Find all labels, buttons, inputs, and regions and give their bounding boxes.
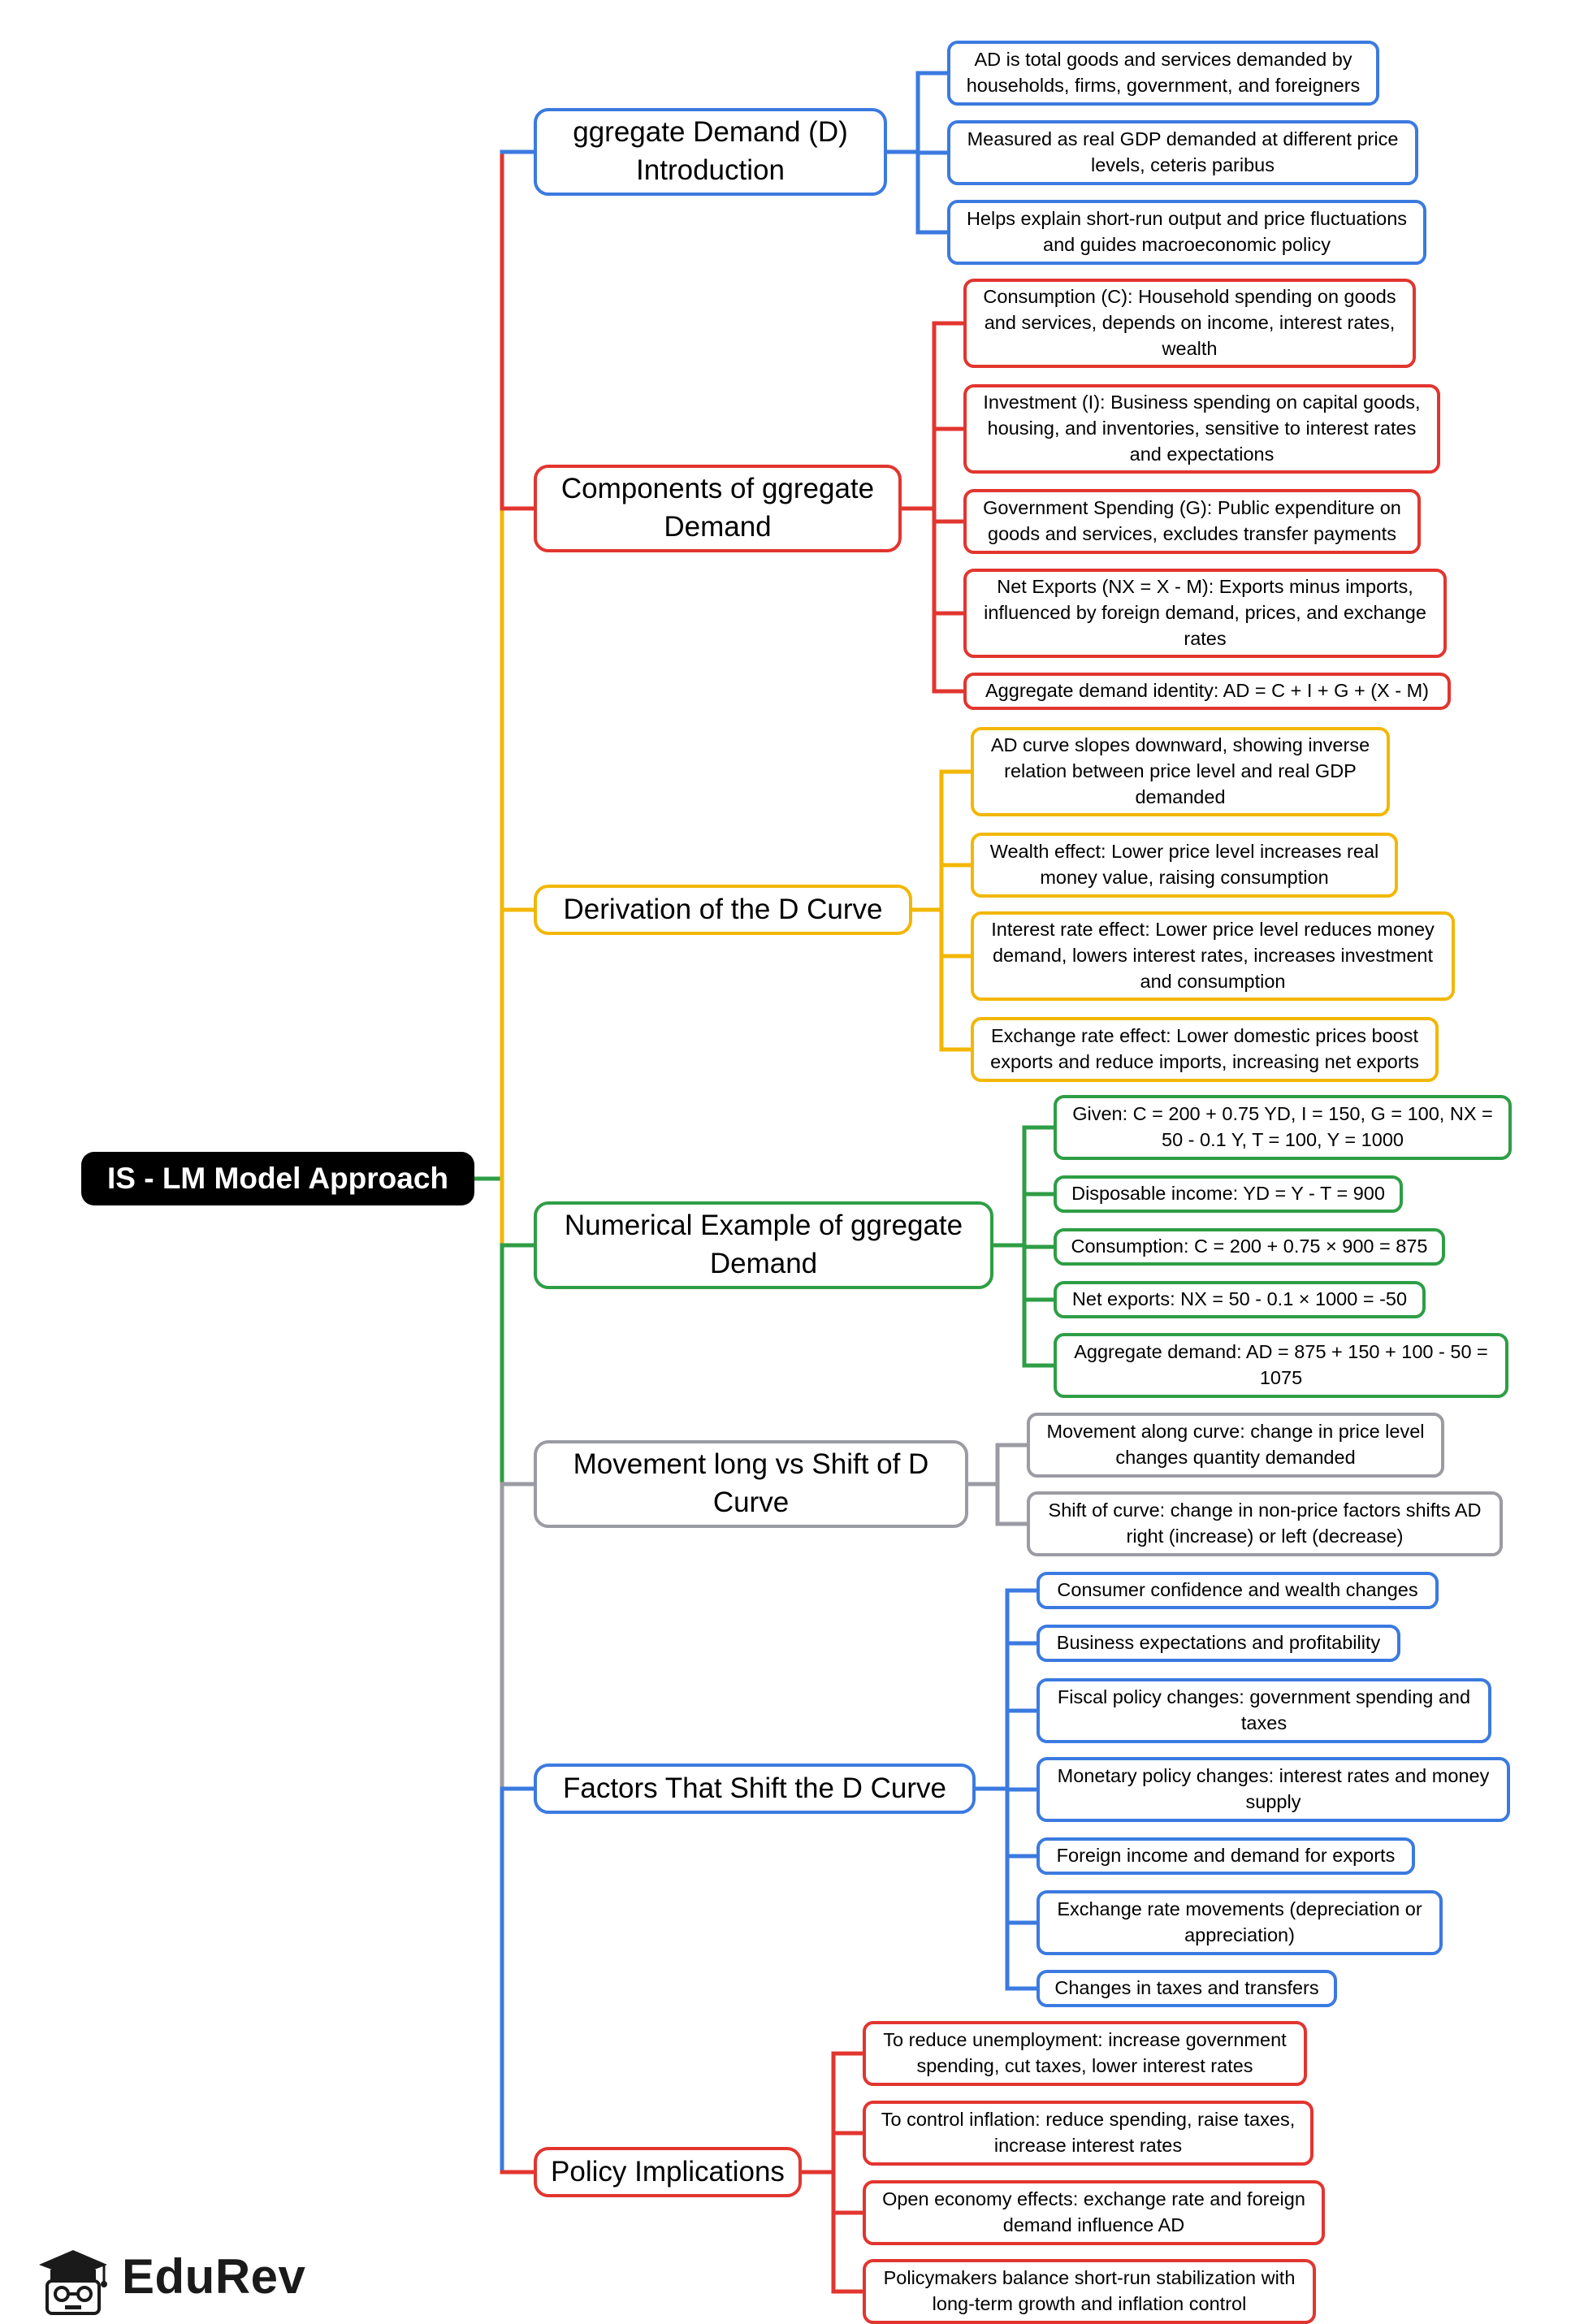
leaf-node: Fiscal policy changes: government spendi… <box>1037 1678 1491 1743</box>
topic-node-4: Numerical Example of ggregate Demand <box>534 1201 993 1289</box>
root-node: IS - LM Model Approach <box>81 1152 474 1205</box>
leaf-node: Net exports: NX = 50 - 0.1 × 1000 = -50 <box>1054 1281 1426 1318</box>
leaf-node: Consumption (C): Household spending on g… <box>963 279 1416 368</box>
leaf-node: Aggregate demand: AD = 875 + 150 + 100 -… <box>1054 1333 1508 1398</box>
leaf-node: Foreign income and demand for exports <box>1037 1837 1415 1875</box>
topic-node-7: Policy Implications <box>534 2147 802 2197</box>
leaf-node: Policymakers balance short-run stabiliza… <box>863 2259 1316 2324</box>
topic-node-6: Factors That Shift the D Curve <box>534 1764 976 1814</box>
graduation-cap-mascot-icon <box>39 2250 107 2315</box>
edurev-logo: EduRev <box>32 2242 325 2319</box>
leaf-node: AD is total goods and services demanded … <box>947 41 1379 106</box>
leaf-node: Investment (I): Business spending on cap… <box>963 384 1440 474</box>
leaf-node: Disposable income: YD = Y - T = 900 <box>1054 1175 1403 1213</box>
leaf-node: Movement along curve: change in price le… <box>1027 1413 1444 1478</box>
leaf-node: Wealth effect: Lower price level increas… <box>971 833 1398 898</box>
leaf-node: Net Exports (NX = X - M): Exports minus … <box>963 569 1447 658</box>
leaf-node: Given: C = 200 + 0.75 YD, I = 150, G = 1… <box>1054 1095 1512 1160</box>
topic-node-3: Derivation of the D Curve <box>534 885 912 935</box>
leaf-node: AD curve slopes downward, showing invers… <box>971 727 1390 816</box>
leaf-node: Monetary policy changes: interest rates … <box>1037 1757 1510 1822</box>
leaf-node: To control inflation: reduce spending, r… <box>863 2101 1313 2166</box>
leaf-node: Consumer confidence and wealth changes <box>1037 1572 1439 1609</box>
topic-node-1: ggregate Demand (D) Introduction <box>534 108 887 196</box>
leaf-node: Helps explain short-run output and price… <box>947 200 1426 265</box>
leaf-node: To reduce unemployment: increase governm… <box>863 2021 1307 2086</box>
leaf-node: Open economy effects: exchange rate and … <box>863 2180 1325 2245</box>
leaf-node: Shift of curve: change in non-price fact… <box>1027 1491 1503 1556</box>
leaf-node: Changes in taxes and transfers <box>1037 1970 1337 2007</box>
leaf-node: Exchange rate effect: Lower domestic pri… <box>971 1017 1439 1082</box>
leaf-node: Interest rate effect: Lower price level … <box>971 911 1455 1001</box>
leaf-node: Aggregate demand identity: AD = C + I + … <box>963 673 1451 710</box>
leaf-node: Business expectations and profitability <box>1037 1625 1400 1662</box>
leaf-node: Exchange rate movements (depreciation or… <box>1037 1890 1443 1955</box>
leaf-node: Government Spending (G): Public expendit… <box>963 489 1421 554</box>
topic-node-5: Movement long vs Shift of D Curve <box>534 1440 968 1528</box>
logo-wordmark: EduRev <box>122 2249 306 2304</box>
leaf-node: Consumption: C = 200 + 0.75 × 900 = 875 <box>1054 1228 1445 1266</box>
leaf-node: Measured as real GDP demanded at differe… <box>947 120 1418 185</box>
topic-node-2: Components of ggregate Demand <box>534 465 902 552</box>
